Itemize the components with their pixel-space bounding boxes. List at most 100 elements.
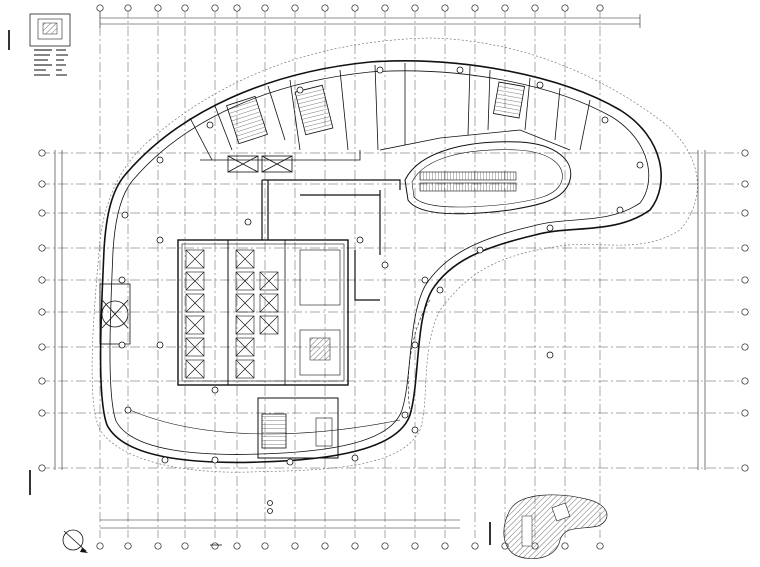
column: [121, 211, 129, 219]
grid-bubble: [411, 4, 419, 12]
service-core: [177, 239, 349, 459]
grid-bubble: [233, 4, 241, 12]
north-arrow-icon: [62, 529, 88, 553]
elevator-shaft-cross: [259, 271, 279, 291]
stair-cores: [226, 81, 526, 449]
grid-bubble: [38, 377, 46, 385]
column: [546, 224, 554, 232]
grid-bubble: [181, 542, 189, 550]
grid-bubbles: [38, 4, 749, 550]
row-grid: [40, 152, 745, 469]
grid-bubble: [471, 542, 479, 550]
elevator-shaft-cross: [235, 315, 255, 335]
elevator-shaft: [185, 249, 205, 269]
column: [411, 426, 419, 434]
grid-bubble: [441, 542, 449, 550]
grid-bubble: [38, 209, 46, 217]
stair-1: [226, 95, 268, 145]
elevator-shaft: [235, 271, 255, 291]
lift-lobby: [227, 155, 293, 173]
grid-bubble: [154, 4, 162, 12]
elevator-shaft: [185, 315, 205, 335]
column: [118, 276, 126, 284]
elevator-shaft-cross: [185, 359, 205, 379]
column: [411, 341, 419, 349]
grid-bubble: [351, 542, 359, 550]
grid-bubble: [741, 343, 749, 351]
grid-bubble: [38, 308, 46, 316]
duct-runs: [261, 179, 401, 301]
elevator-shaft-cross: [235, 337, 255, 357]
grid-bubble: [741, 209, 749, 217]
elevator-shaft-cross: [259, 315, 279, 335]
grid-bubble: [531, 4, 539, 12]
grid-bubble: [471, 4, 479, 12]
elevator-shaft: [185, 271, 205, 291]
grid-bubble: [441, 4, 449, 12]
grid-bubble: [261, 4, 269, 12]
elevator-shaft-cross: [185, 249, 205, 269]
grid-bubble: [561, 4, 569, 12]
column: [381, 261, 389, 269]
north-partitions: [189, 63, 591, 161]
grid-bubble: [124, 542, 132, 550]
building-inner-wall: [109, 70, 650, 455]
column: [206, 121, 214, 129]
stair-3: [492, 81, 526, 119]
elevator-shaft-cross: [235, 293, 255, 313]
column: [436, 286, 444, 294]
elevator-shaft-cross: [259, 293, 279, 313]
column: [351, 454, 359, 462]
grid-bubble: [321, 542, 329, 550]
inner-corridor-east: [407, 299, 431, 411]
grid-bubble: [741, 377, 749, 385]
column: [161, 456, 169, 464]
column: [156, 236, 164, 244]
column: [286, 458, 294, 466]
column: [244, 218, 252, 226]
stair-4: [261, 413, 287, 449]
column: [211, 456, 219, 464]
elevator-shaft: [235, 359, 255, 379]
grid-bubble: [741, 244, 749, 252]
grid-bubble: [741, 308, 749, 316]
column: [296, 86, 304, 94]
grid-bubble: [381, 4, 389, 12]
elevator-shaft: [259, 293, 279, 313]
grid-bubble: [741, 276, 749, 284]
inner-corridor: [129, 409, 401, 435]
dimension-bottom: [100, 519, 460, 529]
elevator-shaft-cross: [235, 271, 255, 291]
column: [456, 66, 464, 74]
column: [476, 246, 484, 254]
column: [546, 351, 554, 359]
column: [118, 341, 126, 349]
grid-bubble: [38, 409, 46, 417]
grid-bubble: [261, 542, 269, 550]
grid-bubble: [38, 464, 46, 472]
grid-bubble: [321, 4, 329, 12]
dimension-sides: [54, 150, 706, 470]
grid-bubble: [96, 542, 104, 550]
elevator-shaft: [235, 293, 255, 313]
column: [156, 156, 164, 164]
grid-bubble: [411, 542, 419, 550]
elevator-shaft-cross: [235, 359, 255, 379]
elevator-shaft: [259, 271, 279, 291]
grid-bubble: [38, 180, 46, 188]
grid-bubble: [38, 343, 46, 351]
column: [636, 161, 644, 169]
grid-bubble: [381, 542, 389, 550]
grid-bubble: [211, 4, 219, 12]
dimension-top: [99, 8, 641, 28]
elevator-shaft-cross: [235, 249, 255, 269]
elevator-shaft-cross: [185, 271, 205, 291]
elevator-shaft: [235, 249, 255, 269]
elevator-shaft: [185, 359, 205, 379]
column: [536, 81, 544, 89]
elevator-shaft: [185, 293, 205, 313]
grid-bubble: [154, 542, 162, 550]
grid-bubble: [561, 542, 569, 550]
